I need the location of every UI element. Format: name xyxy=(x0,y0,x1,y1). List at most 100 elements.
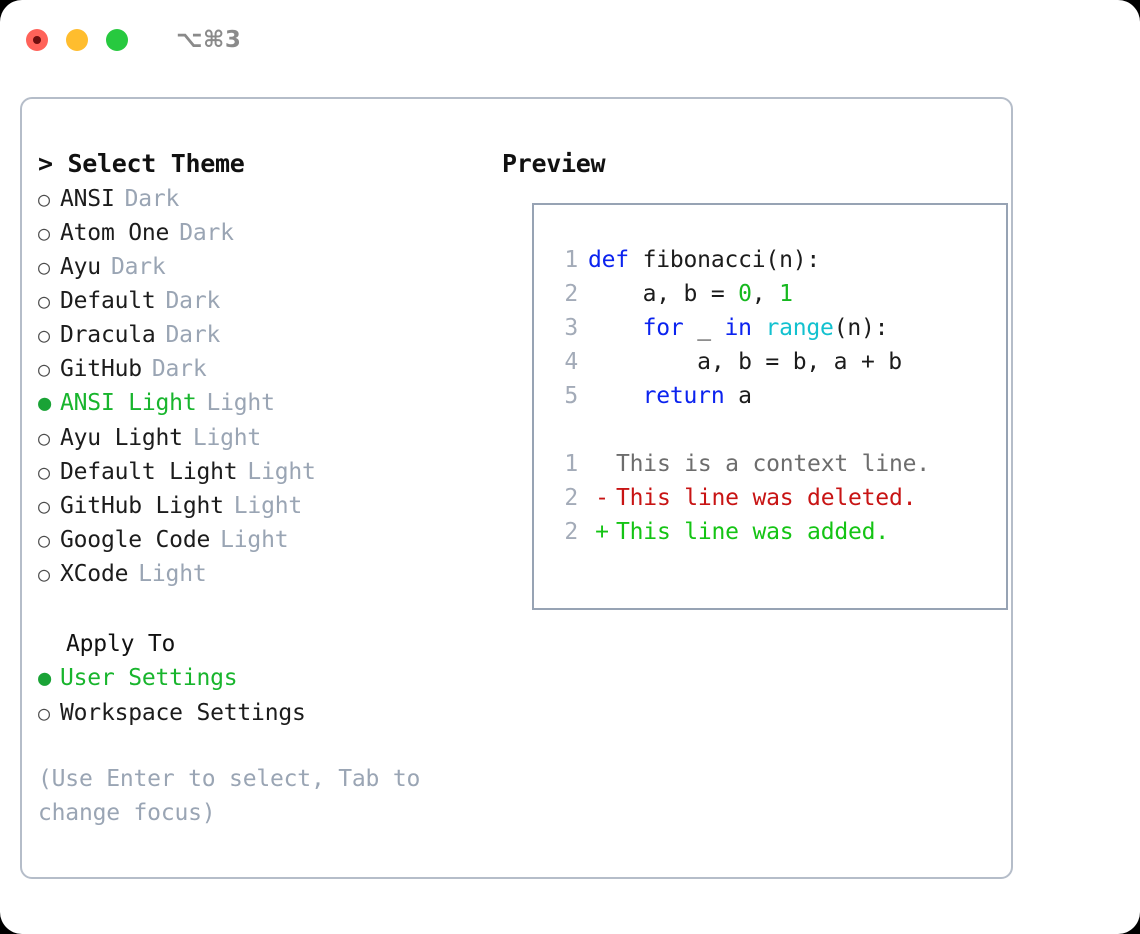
apply-to-option[interactable]: ● User Settings xyxy=(38,661,488,696)
theme-kind-label: Light xyxy=(138,561,207,587)
diff-line-removed: 2-This line was deleted. xyxy=(548,481,1006,515)
theme-list-item[interactable]: ○ Default Dark xyxy=(38,284,488,318)
theme-list-item[interactable]: ○ Atom One Dark xyxy=(38,216,488,250)
theme-list-item[interactable]: ○ ANSI Dark xyxy=(38,182,488,216)
code-line: 2 a, b = 0, 1 xyxy=(548,277,1006,311)
code-token-num: 0 xyxy=(738,281,752,307)
theme-kind-label: Dark xyxy=(151,356,207,382)
radio-unselected-icon[interactable]: ○ xyxy=(38,187,50,211)
theme-name-label: Atom One xyxy=(60,220,170,246)
code-token-fn: range xyxy=(765,315,834,341)
radio-unselected-icon[interactable]: ○ xyxy=(38,289,50,313)
diff-line-text: This line was deleted. xyxy=(616,485,917,511)
code-token-plain: a, b = b, a + b xyxy=(588,349,902,375)
diff-line-text: This is a context line. xyxy=(616,451,930,477)
radio-unselected-icon[interactable]: ○ xyxy=(38,255,50,279)
radio-unselected-icon[interactable]: ○ xyxy=(38,357,50,381)
apply-to-option[interactable]: ○ Workspace Settings xyxy=(38,696,488,730)
radio-unselected-icon[interactable]: ○ xyxy=(38,701,50,725)
theme-name-label: Google Code xyxy=(60,527,211,553)
radio-unselected-icon[interactable]: ○ xyxy=(38,221,50,245)
code-token-plain: , xyxy=(751,281,780,307)
theme-kind-label: Dark xyxy=(110,254,166,280)
code-line: 4 a, b = b, a + b xyxy=(548,345,1006,379)
theme-kind-label: Dark xyxy=(165,288,221,314)
diff-line-added: 2+This line was added. xyxy=(548,515,1006,549)
select-theme-heading: > Select Theme xyxy=(38,149,245,178)
code-token-kw: def xyxy=(588,247,643,273)
theme-kind-label: Light xyxy=(220,527,289,553)
code-line: 1 def fibonacci(n): xyxy=(548,243,1006,277)
apply-to-option-label: Workspace Settings xyxy=(60,700,306,726)
radio-selected-icon[interactable]: ● xyxy=(38,666,52,691)
code-line-number: 4 xyxy=(564,349,578,375)
code-line-text: def fibonacci(n): xyxy=(588,243,820,277)
title-bar: ⌥⌘3 xyxy=(0,0,1140,80)
theme-name-label: Default Light xyxy=(60,459,238,485)
apply-to-section: Apply To ●User Settings○Workspace Settin… xyxy=(38,627,488,730)
code-token-plain: (n): xyxy=(833,315,889,341)
radio-unselected-icon[interactable]: ○ xyxy=(38,460,50,484)
theme-list-item[interactable]: ○ GitHub Dark xyxy=(38,352,488,386)
maximize-button[interactable] xyxy=(106,29,128,51)
theme-name-label: ANSI Light xyxy=(60,390,197,416)
code-token-plain: a, b = xyxy=(588,281,739,307)
keyboard-shortcut-label: ⌥⌘3 xyxy=(176,27,242,53)
radio-unselected-icon[interactable]: ○ xyxy=(38,494,50,518)
radio-unselected-icon[interactable]: ○ xyxy=(38,323,50,347)
apply-to-option-label: User Settings xyxy=(60,665,238,691)
theme-name-label: Default xyxy=(60,288,156,314)
code-token-plain xyxy=(752,315,766,341)
code-line: 3 for _ in range(n): xyxy=(548,311,1006,345)
code-line-text: return a xyxy=(588,379,752,413)
theme-list-item[interactable]: ○ Google Code Light xyxy=(38,523,488,557)
code-token-num: 1 xyxy=(779,281,793,307)
theme-name-label: Dracula xyxy=(60,322,156,348)
radio-unselected-icon[interactable]: ○ xyxy=(38,528,50,552)
radio-unselected-icon[interactable]: ○ xyxy=(38,426,50,450)
code-token-plain: fibonacci(n): xyxy=(642,247,821,273)
preview-heading: Preview xyxy=(502,149,606,178)
diff-marker xyxy=(588,447,616,481)
theme-name-label: GitHub xyxy=(60,356,142,382)
traffic-lights xyxy=(26,29,128,51)
code-token-plain xyxy=(588,383,643,409)
code-line-text: a, b = 0, 1 xyxy=(588,277,793,311)
close-button[interactable] xyxy=(26,29,48,51)
code-token-plain: a xyxy=(724,383,752,409)
theme-name-label: ANSI xyxy=(60,186,115,212)
diff-marker: + xyxy=(595,519,609,545)
code-token-kw: in xyxy=(724,315,752,341)
theme-list-item[interactable]: ○ Default Light Light xyxy=(38,455,488,489)
diff-line-number: 1 xyxy=(564,451,578,477)
theme-kind-label: Light xyxy=(247,459,316,485)
code-line-text: a, b = b, a + b xyxy=(588,345,902,379)
diff-sample-block: 1 This is a context line. 2-This line was… xyxy=(548,447,1006,549)
code-token-kw: return xyxy=(642,383,725,409)
radio-unselected-icon[interactable]: ○ xyxy=(38,562,50,586)
code-line-number: 1 xyxy=(564,247,578,273)
code-token-plain: _ xyxy=(683,315,725,341)
code-token-kw: for xyxy=(642,315,684,341)
theme-kind-label: Dark xyxy=(179,220,234,246)
minimize-button[interactable] xyxy=(66,29,88,51)
radio-selected-icon[interactable]: ● xyxy=(38,391,52,416)
diff-line-number: 2 xyxy=(564,485,578,511)
code-line-text: for _ in range(n): xyxy=(588,311,889,345)
keyboard-hint-text: (Use Enter to select, Tab to change focu… xyxy=(38,766,421,826)
theme-kind-label: Dark xyxy=(124,186,180,212)
diff-line-text: This line was added. xyxy=(616,519,889,545)
code-line-number: 2 xyxy=(564,281,578,307)
